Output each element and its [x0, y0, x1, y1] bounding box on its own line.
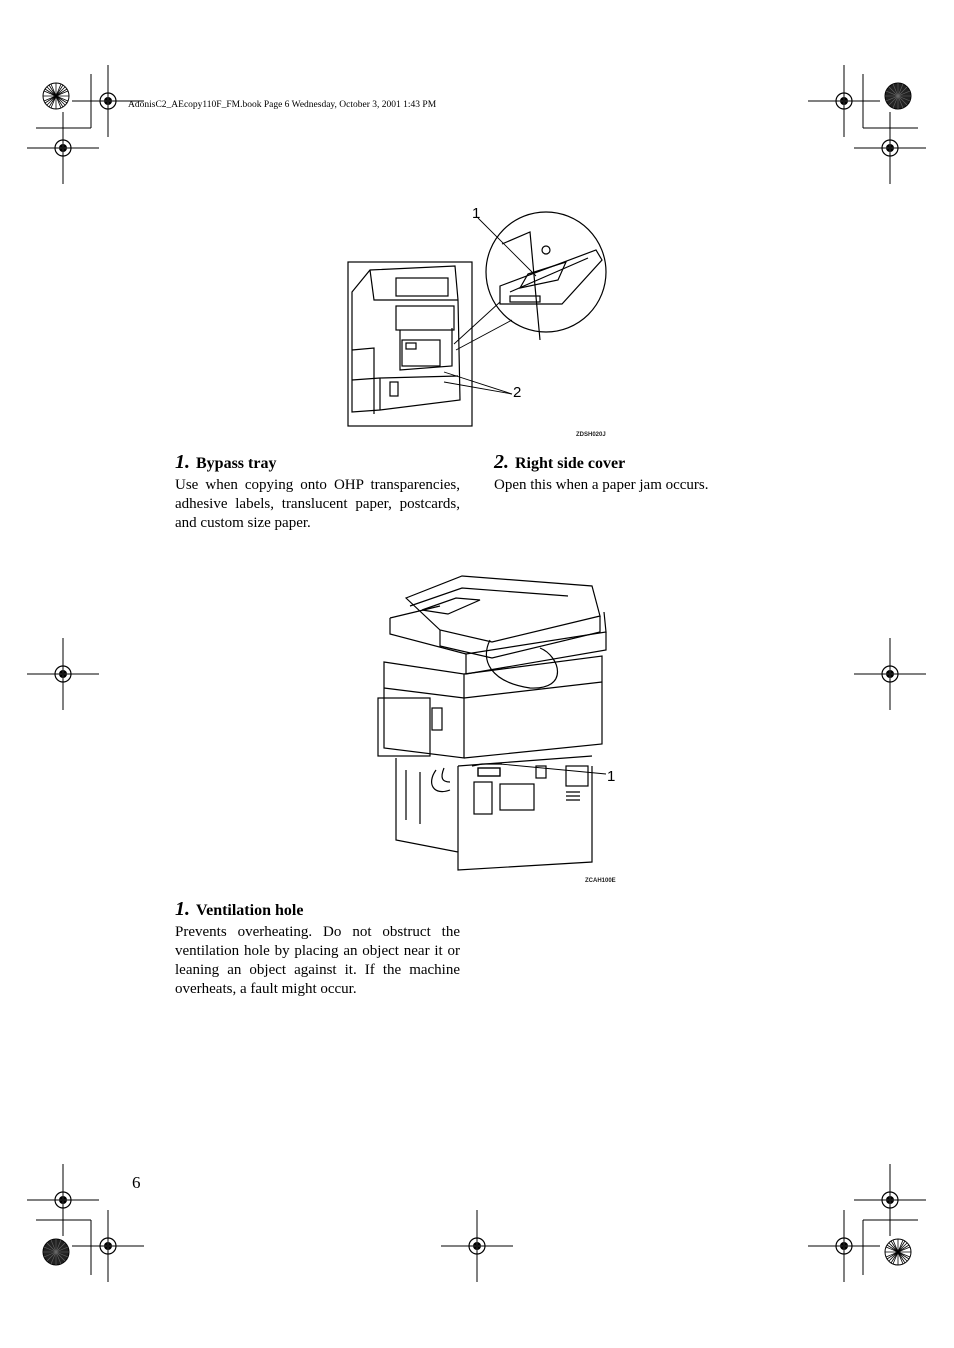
callout-2-right-side-cover: 2 [513, 384, 522, 401]
item-title-text: Bypass tray [196, 455, 277, 472]
figure-bypass-tray-illustration [347, 211, 607, 427]
item-number: 1. [175, 451, 190, 473]
callout-1-bypass-tray: 1 [472, 205, 481, 222]
item-description-ventilation-hole: Prevents overheating. Do not obstruct th… [175, 924, 460, 997]
item-number: 1. [175, 898, 190, 920]
item-description-right-side-cover: Open this when a paper jam occurs. [494, 477, 709, 493]
item-title-ventilation-hole: 1. Ventilation hole [175, 898, 303, 921]
item-title-text: Ventilation hole [196, 902, 304, 919]
item-title-text: Right side cover [515, 455, 626, 472]
callout-1-ventilation-hole: 1 [607, 768, 616, 785]
figure-code: ZDSH020J [576, 432, 606, 438]
figure-code: ZCAH100E [585, 878, 616, 884]
page-number: 6 [132, 1173, 141, 1192]
item-title-bypass-tray: 1. Bypass tray [175, 451, 276, 474]
figure-ventilation-hole-illustration [377, 575, 607, 871]
item-description-bypass-tray: Use when copying onto OHP transparencies… [175, 477, 460, 531]
item-number: 2. [494, 451, 509, 473]
book-info-header: AdonisC2_AEcopy110F_FM.book Page 6 Wedne… [128, 100, 437, 110]
item-title-right-side-cover: 2. Right side cover [494, 451, 625, 474]
